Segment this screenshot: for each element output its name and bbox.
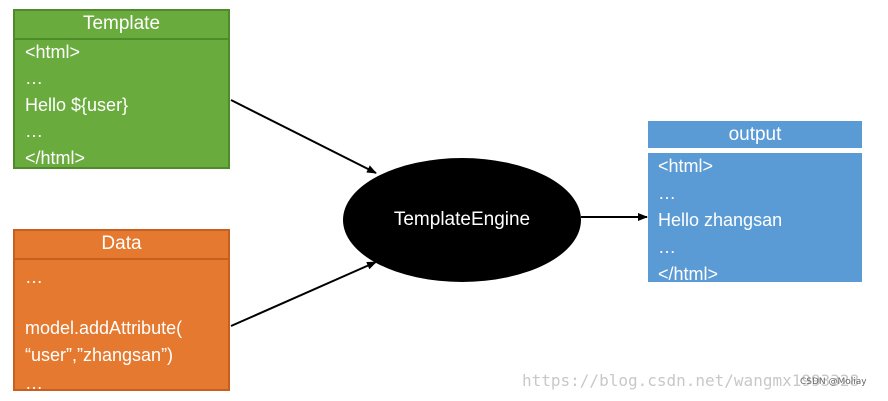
template-engine-node: TemplateEngine — [343, 158, 581, 282]
template-line: <html> — [25, 42, 81, 62]
data-line: … — [25, 373, 43, 393]
watermark-url: https://blog.csdn.net/wangmx1993328 — [522, 371, 860, 390]
output-line: … — [658, 237, 676, 257]
output-line: … — [658, 183, 676, 203]
arrow-data-to-engine — [230, 261, 377, 327]
data-line: model.addAttribute( — [25, 318, 183, 338]
template-line: … — [25, 68, 43, 88]
output-box-title: output — [648, 121, 862, 148]
data-line: … — [25, 267, 43, 287]
output-line: Hello zhangsan — [658, 210, 783, 230]
template-line: </html> — [25, 148, 86, 168]
output-box: <html> … Hello zhangsan … </html> — [648, 151, 862, 284]
data-line: “user”,”zhangsan”) — [25, 345, 174, 365]
arrow-template-to-engine — [230, 99, 377, 174]
template-box: <html> … Hello ${user} … </html> — [13, 38, 230, 169]
data-box-title: Data — [13, 229, 230, 258]
csdn-author-tag: CSDN @Moliay — [800, 377, 867, 387]
template-line: … — [25, 121, 43, 141]
template-box-title: Template — [13, 9, 230, 38]
template-line: Hello ${user} — [25, 95, 129, 115]
template-engine-label: TemplateEngine — [393, 209, 531, 230]
data-box: … model.addAttribute( “user”,”zhangsan”)… — [13, 258, 230, 393]
output-line: </html> — [658, 264, 719, 284]
output-line: <html> — [658, 156, 714, 176]
